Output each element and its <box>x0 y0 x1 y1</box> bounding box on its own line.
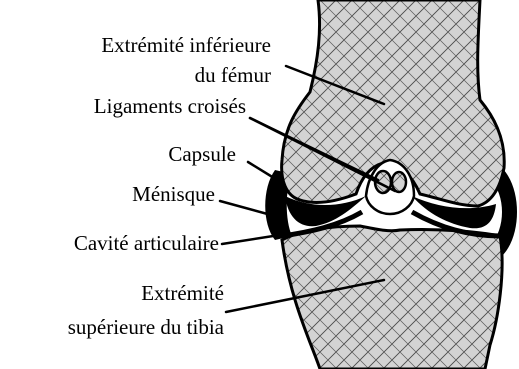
label-menisque: Ménisque <box>132 182 215 206</box>
label-capsule: Capsule <box>168 142 236 166</box>
label-femur-line2: du fémur <box>195 63 271 87</box>
label-femur-line1: Extrémité inférieure <box>101 33 271 57</box>
tibia-shape <box>282 226 502 369</box>
label-ligaments: Ligaments croisés <box>94 94 246 118</box>
ligament-right <box>392 172 406 192</box>
leader-capsule <box>248 162 274 178</box>
label-tibia-line1: Extrémité <box>141 281 224 305</box>
label-tibia-line2: supérieure du tibia <box>68 315 225 339</box>
label-cavite: Cavité articulaire <box>74 231 219 255</box>
